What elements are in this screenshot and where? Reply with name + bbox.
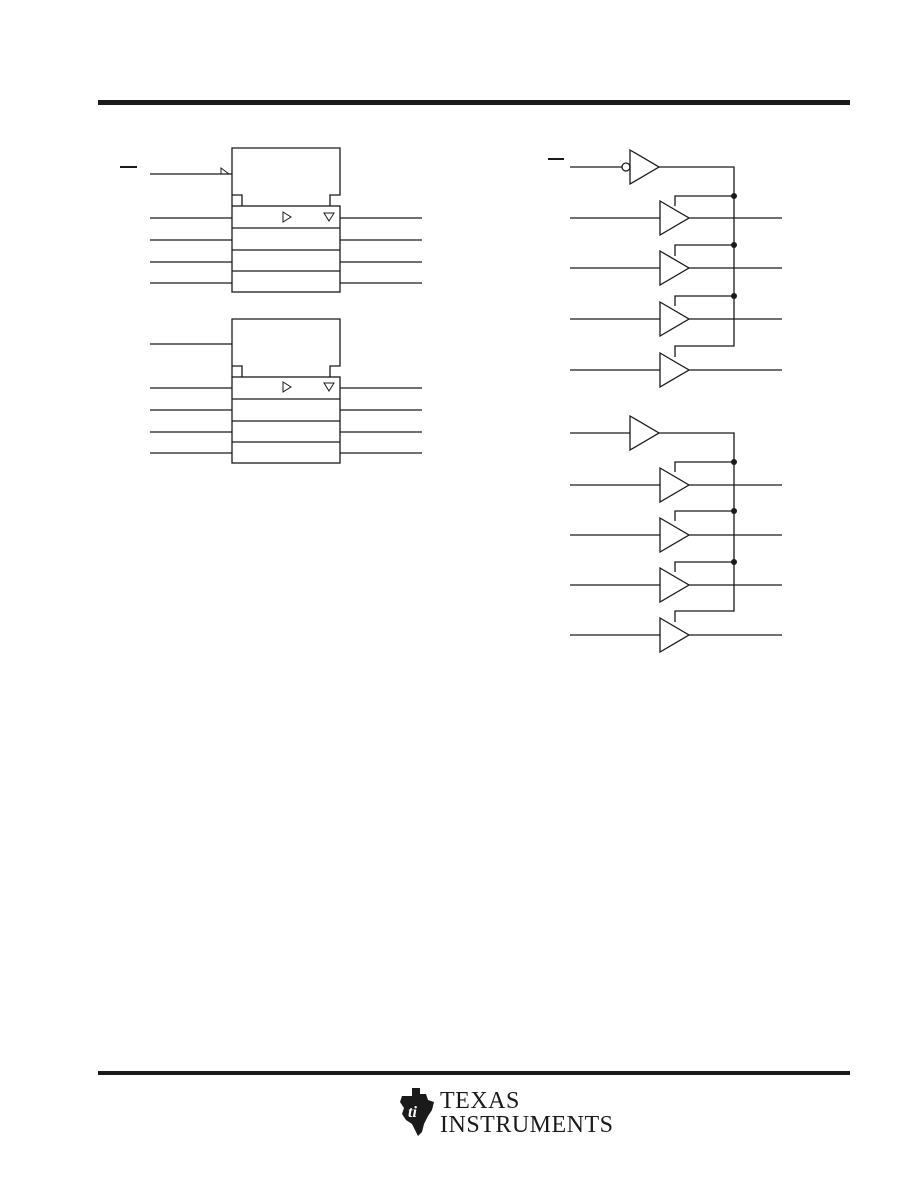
enable-tap <box>674 510 734 521</box>
brand-word-texas: TEXAS <box>440 1088 520 1114</box>
logic-diagram <box>548 148 782 654</box>
buffer-group-2 <box>570 414 782 654</box>
buffer-triangle-icon <box>282 381 292 393</box>
buffer-group-1 <box>570 148 782 389</box>
buffer-icon <box>659 199 691 237</box>
junction-dot <box>731 242 737 248</box>
ti-state-logo-icon: ti <box>400 1088 434 1136</box>
footer-rule <box>98 1071 850 1075</box>
junction-dot <box>731 293 737 299</box>
buffer-triangle-icon <box>282 211 292 223</box>
buffer-icon <box>659 300 691 338</box>
enable-line <box>659 432 735 622</box>
buffer-icon <box>659 516 691 554</box>
svg-text:ti: ti <box>408 1104 417 1121</box>
buffer-icon <box>659 351 691 389</box>
junction-dot <box>731 508 737 514</box>
three-state-triangle-icon <box>323 212 335 222</box>
control-buffer-icon <box>629 148 661 186</box>
symbol-block-2 <box>150 318 422 464</box>
logic-symbol <box>120 147 422 464</box>
clock-triangle-icon <box>220 167 231 175</box>
register-rows-outline <box>231 376 341 464</box>
symbol-block-1 <box>150 147 422 293</box>
inversion-bubble <box>621 162 631 172</box>
register-rows-outline <box>231 205 341 293</box>
control-block-outline <box>231 147 341 206</box>
texas-instruments-brand: ti TEXAS INSTRUMENTS <box>398 1086 613 1142</box>
junction-dot <box>731 193 737 199</box>
enable-tap <box>674 244 734 256</box>
control-block-outline <box>231 318 341 377</box>
brand-word-instruments: INSTRUMENTS <box>440 1112 614 1138</box>
junction-dot <box>731 459 737 465</box>
enable-line <box>659 166 735 357</box>
three-state-triangle-icon <box>323 382 335 392</box>
enable-tap <box>674 561 734 572</box>
buffer-icon <box>659 249 691 287</box>
junction-dot <box>731 559 737 565</box>
buffer-icon <box>659 466 691 504</box>
header-rule <box>98 100 850 105</box>
enable-tap <box>674 195 734 206</box>
enable-tap <box>674 295 734 306</box>
control-buffer-icon <box>629 414 661 452</box>
enable-tap <box>674 461 734 472</box>
buffer-icon <box>659 616 691 654</box>
buffer-icon <box>659 566 691 604</box>
